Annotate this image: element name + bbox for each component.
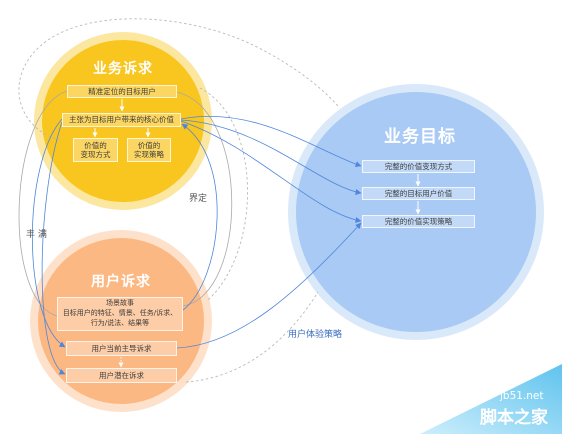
scenario-to-value-connector bbox=[181, 123, 218, 311]
value-monetization-box: 价值的 变现方式 bbox=[73, 138, 118, 162]
business-goal-title: 业务目标 bbox=[384, 127, 456, 147]
value-to-strategy-connector bbox=[180, 120, 362, 223]
user-demand-circle-group bbox=[30, 230, 212, 412]
watermark-corner-shape bbox=[420, 364, 562, 434]
ux-strategy-label: 用户体验策略 bbox=[288, 330, 343, 340]
box-label: 完整的价值实现策略 bbox=[384, 216, 453, 226]
value-to-current-demand-connector bbox=[32, 118, 66, 348]
value-to-user-value-connector bbox=[180, 119, 362, 195]
box-label: 变现方式 bbox=[80, 150, 111, 159]
precise-target-user-box: 精准定位的目标用户 bbox=[67, 85, 177, 98]
complete-user-value-box: 完整的目标用户价值 bbox=[362, 187, 475, 200]
business-demand-title: 业务诉求 bbox=[93, 61, 153, 77]
dashed-loop-right bbox=[199, 87, 248, 301]
enrich-connector bbox=[18, 90, 68, 317]
box-label: 实现策略 bbox=[134, 150, 164, 159]
value-to-latent-demand-connector bbox=[41, 121, 66, 375]
ux-strategy-connector bbox=[176, 222, 362, 349]
business-goal-circle-group bbox=[288, 84, 544, 340]
scenario-story-box: 场景故事 目标用户的特征、情景、任务/诉求、 行为/说法、结果等 bbox=[57, 297, 183, 331]
box-label: 用户潜在诉求 bbox=[99, 370, 144, 380]
box-label: 主张为目标用户带来的核心价值 bbox=[69, 115, 174, 125]
watermark-domain: jb51.net bbox=[500, 390, 544, 402]
box-label: 精准定位的目标用户 bbox=[88, 86, 156, 96]
complete-strategy-box: 完整的价值实现策略 bbox=[362, 215, 475, 228]
box-label: 场景故事 bbox=[106, 299, 134, 308]
watermark-name: 脚本之家 bbox=[480, 408, 548, 428]
box-label: 完整的价值变现方式 bbox=[384, 161, 453, 171]
box-label: 目标用户的特征、情景、任务/诉求、 bbox=[62, 309, 178, 318]
enrich-label: 丰 满 bbox=[26, 230, 47, 240]
box-label: 价值的 bbox=[84, 140, 107, 150]
box-label: 价值的 bbox=[137, 140, 161, 150]
box-label: 完整的目标用户价值 bbox=[384, 188, 453, 198]
current-dominant-demand-box: 用户当前主导诉求 bbox=[66, 341, 177, 356]
dashed-loop-top bbox=[18, 18, 339, 141]
user-demand-circle bbox=[38, 238, 204, 404]
complete-monetization-box: 完整的价值变现方式 bbox=[362, 160, 475, 173]
define-label: 界定 bbox=[189, 194, 208, 204]
value-strategy-box: 价值的 实现策略 bbox=[127, 138, 171, 162]
latent-demand-box: 用户潜在诉求 bbox=[66, 368, 177, 383]
box-label: 行为/说法、结果等 bbox=[90, 318, 150, 327]
box-label: 用户当前主导诉求 bbox=[91, 343, 152, 353]
core-value-proposition-box: 主张为目标用户带来的核心价值 bbox=[62, 113, 181, 127]
user-demand-title: 用户诉求 bbox=[91, 274, 151, 290]
value-to-monetization-connector bbox=[180, 115, 362, 168]
